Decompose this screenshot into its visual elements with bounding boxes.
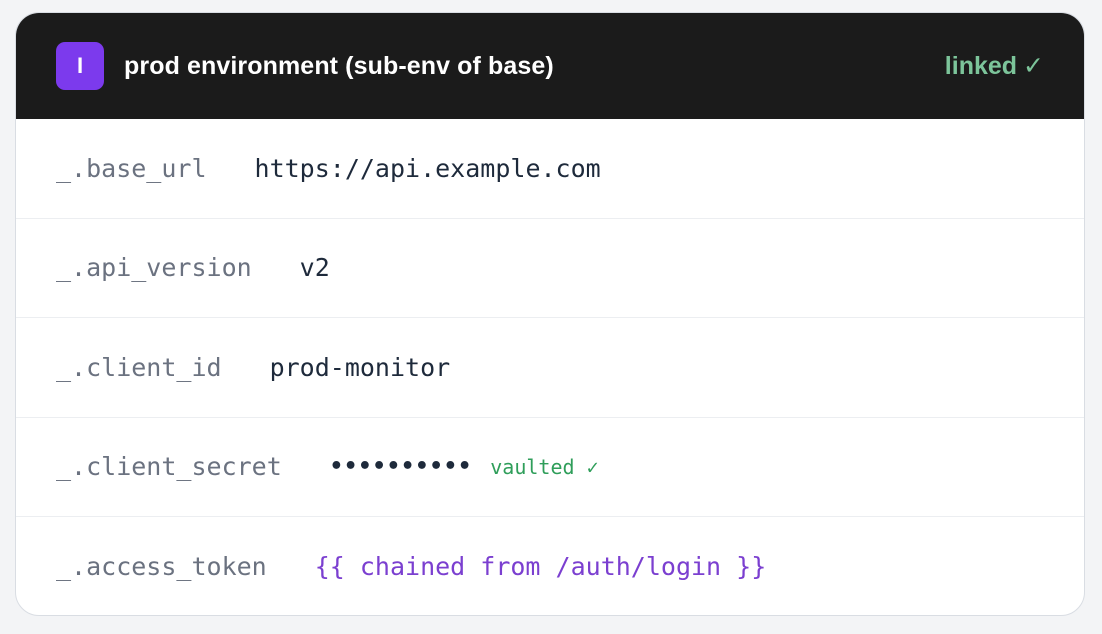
variable-value[interactable]: v2 — [299, 253, 330, 283]
chained-value[interactable]: {{ chained from /auth/login }} — [314, 552, 767, 582]
variable-value[interactable]: prod-monitor — [269, 352, 451, 382]
environment-title: prod environment (sub-env of base) — [124, 51, 554, 80]
environment-card: I prod environment (sub-env of base) lin… — [15, 12, 1085, 616]
variable-row-api-version[interactable]: _.api_version v2 — [16, 219, 1084, 318]
environment-badge: I — [56, 42, 104, 90]
variable-value[interactable]: https://api.example.com — [254, 153, 601, 183]
variable-key: _.base_url — [56, 153, 207, 183]
variable-key: _.client_secret — [56, 452, 282, 482]
environment-header: I prod environment (sub-env of base) lin… — [16, 13, 1084, 119]
variable-row-access-token[interactable]: _.access_token {{ chained from /auth/log… — [16, 517, 1084, 615]
variable-row-client-id[interactable]: _.client_id prod-monitor — [16, 318, 1084, 418]
variable-key: _.client_id — [56, 352, 222, 382]
variable-row-client-secret[interactable]: _.client_secret •••••••••• vaulted ✓ — [16, 418, 1084, 517]
check-icon: ✓ — [1023, 52, 1044, 80]
variable-list: _.base_url https://api.example.com _.api… — [16, 119, 1084, 615]
variable-row-base-url[interactable]: _.base_url https://api.example.com — [16, 119, 1084, 219]
linked-status-label: linked — [944, 51, 1018, 80]
variable-key: _.api_version — [56, 253, 252, 283]
linked-status: linked ✓ — [945, 51, 1044, 81]
masked-secret-value[interactable]: •••••••••• — [329, 454, 473, 480]
variable-key: _.access_token — [56, 552, 267, 582]
vaulted-badge: vaulted ✓ — [490, 454, 599, 479]
